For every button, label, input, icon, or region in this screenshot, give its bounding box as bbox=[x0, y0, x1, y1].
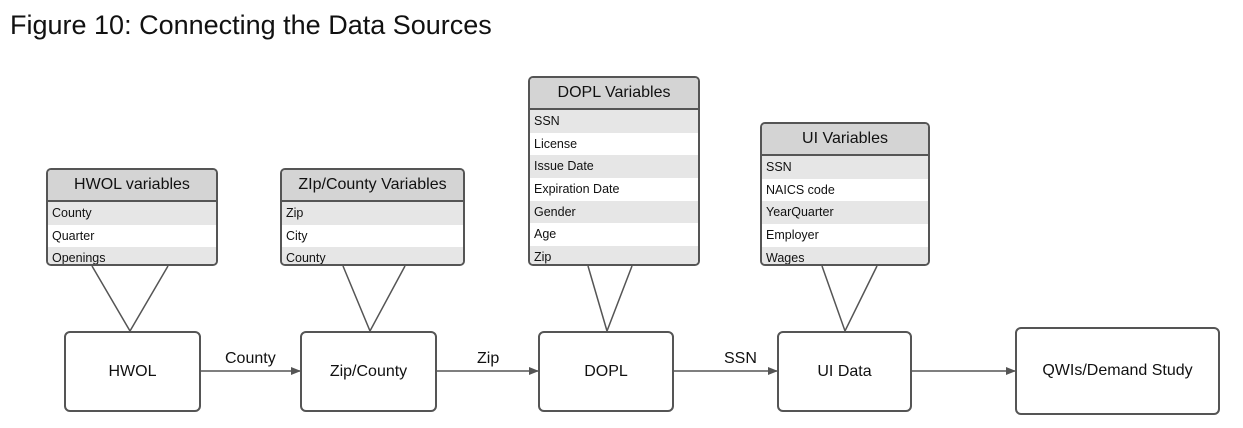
dopl-table-connector bbox=[587, 265, 633, 334]
dopl-variables-header: DOPL Variables bbox=[530, 78, 698, 110]
zipcounty-variable-row: Zip bbox=[282, 202, 463, 225]
zipcounty-node: Zip/County bbox=[300, 331, 437, 412]
zipcounty-table-connector bbox=[342, 265, 406, 333]
hwol-variables-header: HWOL variables bbox=[48, 170, 216, 202]
dopl-variable-row: Gender bbox=[530, 200, 698, 224]
edge-label-zip: Zip bbox=[477, 350, 500, 367]
zipcounty-variables-rows: Zip City County bbox=[282, 202, 463, 264]
qwi-demand-study-node: QWIs/Demand Study bbox=[1015, 327, 1220, 415]
dopl-variables-table: DOPL Variables SSN License Issue Date Ex… bbox=[528, 76, 700, 266]
ui-variables-header: UI Variables bbox=[762, 124, 928, 156]
dopl-variable-row: Zip bbox=[530, 246, 698, 264]
edge-label-ssn: SSN bbox=[724, 350, 757, 367]
ui-variables-table: UI Variables SSN NAICS code YearQuarter … bbox=[760, 122, 930, 266]
dopl-variable-row: Expiration Date bbox=[534, 182, 620, 197]
zipcounty-variable-row: City bbox=[286, 228, 308, 243]
zipcounty-variables-header: ZIp/County Variables bbox=[282, 170, 463, 202]
dopl-variable-row: License bbox=[534, 136, 578, 151]
dopl-variable-row: SSN bbox=[530, 110, 698, 133]
ui-variable-row: NAICS code bbox=[766, 182, 835, 197]
hwol-node: HWOL bbox=[64, 331, 201, 412]
hwol-variables-rows: County Quarter Openings bbox=[48, 202, 216, 264]
hwol-variable-row: Openings bbox=[48, 247, 216, 264]
edge-label-county: County bbox=[225, 350, 276, 367]
ui-data-node: UI Data bbox=[777, 331, 912, 412]
ui-table-connector bbox=[821, 265, 878, 333]
figure-title: Figure 10: Connecting the Data Sources bbox=[10, 10, 492, 40]
hwol-variable-row: Quarter bbox=[52, 228, 95, 243]
dopl-variables-rows: SSN License Issue Date Expiration Date G… bbox=[530, 110, 698, 264]
hwol-variables-table: HWOL variables County Quarter Openings bbox=[46, 168, 218, 266]
ui-variables-rows: SSN NAICS code YearQuarter Employer Wage… bbox=[762, 156, 928, 264]
hwol-table-connector bbox=[91, 265, 169, 333]
dopl-variable-row: Age bbox=[534, 227, 557, 242]
dopl-variable-row: Issue Date bbox=[530, 155, 698, 179]
hwol-variable-row: County bbox=[48, 202, 216, 225]
ui-variable-row: YearQuarter bbox=[762, 201, 928, 225]
dopl-node: DOPL bbox=[538, 331, 674, 412]
zipcounty-variable-row: County bbox=[282, 247, 463, 264]
ui-variable-row: Employer bbox=[766, 228, 819, 243]
ui-variable-row: SSN bbox=[762, 156, 928, 179]
ui-variable-row: Wages bbox=[762, 246, 928, 264]
zipcounty-variables-table: ZIp/County Variables Zip City County bbox=[280, 168, 465, 266]
